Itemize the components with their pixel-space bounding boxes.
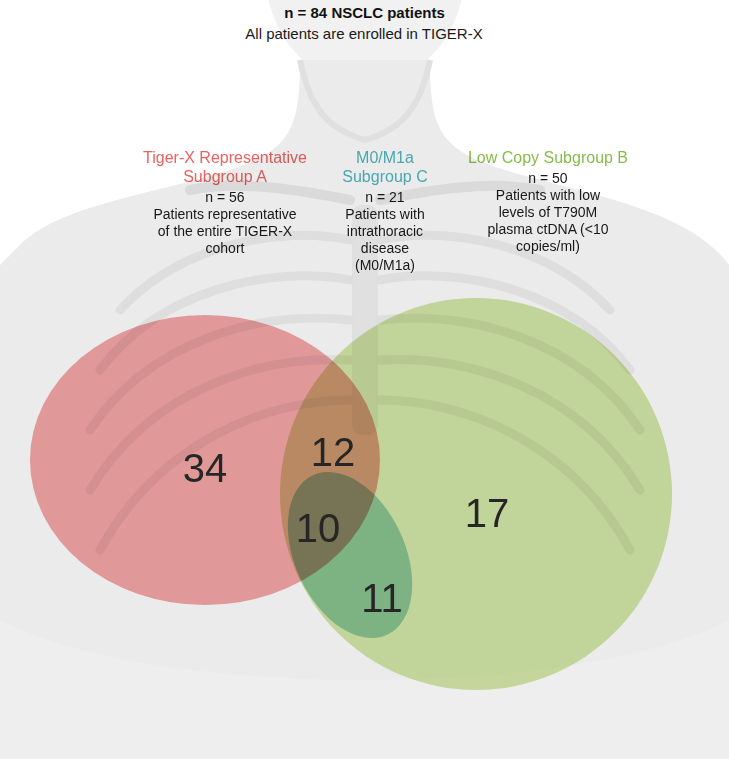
region-count: 12 bbox=[311, 430, 356, 475]
subgroup-heading: M0/M1a Subgroup C bbox=[320, 148, 450, 186]
region-count: 10 bbox=[296, 506, 341, 551]
subtitle: All patients are enrolled in TIGER-X bbox=[245, 25, 482, 42]
subgroup-description: Patients with low levels of T790M plasma… bbox=[485, 187, 611, 255]
patient-count: n = 21 bbox=[320, 188, 450, 206]
region-count: 17 bbox=[465, 491, 510, 536]
diagram-title: n = 84 NSCLC patients bbox=[0, 4, 729, 21]
neck-shade bbox=[300, 60, 430, 140]
subgroup-text-column: Tiger-X Representative Subgroup A n = 56P… bbox=[130, 148, 320, 257]
subgroup-text-column: M0/M1a Subgroup C n = 21Patients with int… bbox=[320, 148, 450, 274]
subgroup-description: Patients representative of the entire TI… bbox=[149, 206, 301, 257]
torso-shape bbox=[0, 60, 729, 759]
subgroup-text-column: Low Copy Subgroup B n = 50Patients with l… bbox=[463, 148, 633, 255]
patient-count: n = 56 bbox=[130, 188, 320, 206]
subgroup-heading: Low Copy Subgroup B bbox=[463, 148, 633, 167]
patient-count: n = 50 bbox=[463, 169, 633, 187]
ellipse-fill bbox=[280, 298, 672, 690]
region-count: 11 bbox=[361, 576, 403, 621]
subgroup-heading: Tiger-X Representative Subgroup A bbox=[130, 148, 320, 186]
region-count: 34 bbox=[183, 446, 228, 491]
subgroup-description: Patients with intrathoracic disease (M0/… bbox=[334, 206, 436, 274]
